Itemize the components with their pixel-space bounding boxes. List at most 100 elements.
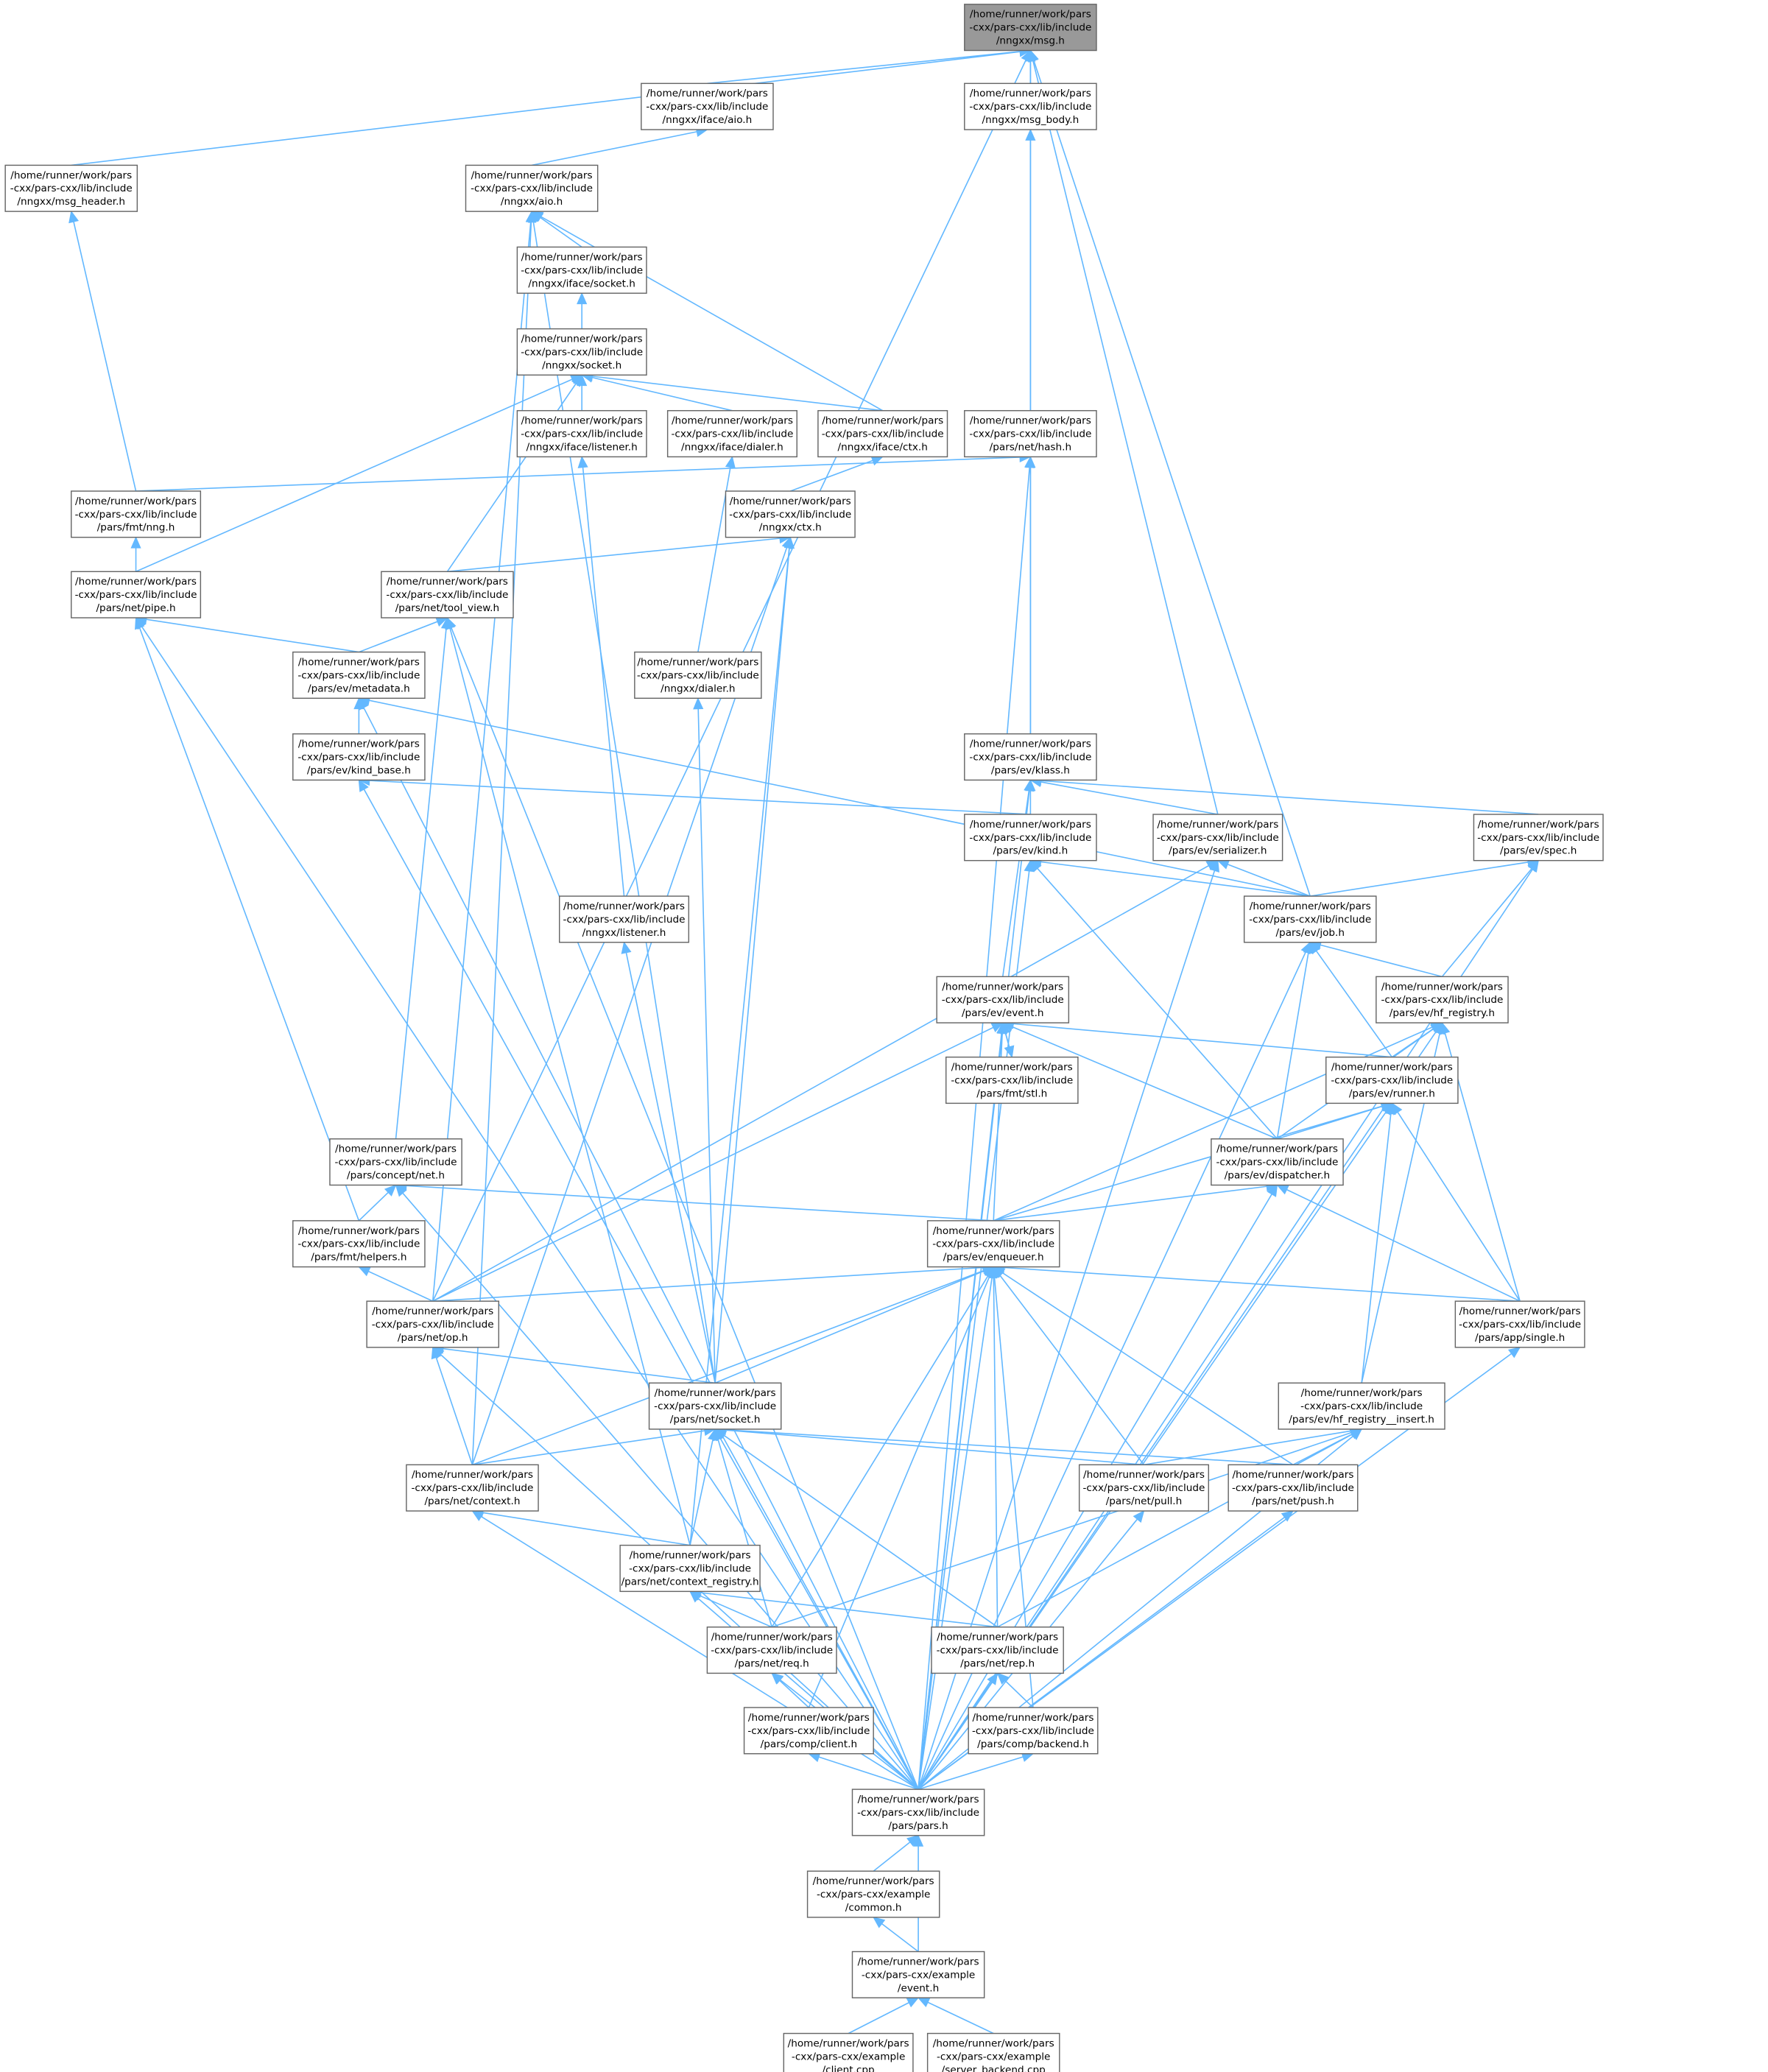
node-iface-ctx[interactable]: /home/runner/work/pars-cxx/pars-cxx/lib/… — [817, 409, 948, 458]
arrowhead-icon — [1133, 1510, 1145, 1523]
edge-pars-to-net_hash — [918, 467, 1030, 1790]
arrowhead-icon — [130, 536, 141, 549]
node-label-line: -cxx/pars-cxx/example — [817, 1889, 930, 1900]
edge-enqueuer-to-runner — [993, 1105, 1382, 1222]
node-event[interactable]: /home/runner/work/pars-cxx/pars-cxx/lib/… — [936, 976, 1070, 1023]
edge-net_req-to-net_socket — [717, 1439, 772, 1627]
node-msg[interactable]: /home/runner/work/pars-cxx/pars-cxx/lib/… — [964, 4, 1097, 52]
node-server-backend-cpp[interactable]: /home/runner/work/pars-cxx/pars-cxx/exam… — [926, 2032, 1060, 2072]
node-comp-backend[interactable]: /home/runner/work/pars-cxx/pars-cxx/lib/… — [968, 1707, 1099, 1755]
node-iface-dialer[interactable]: /home/runner/work/pars-cxx/pars-cxx/lib/… — [666, 409, 797, 458]
node-label-line: -cxx/pars-cxx/lib/include — [521, 346, 643, 358]
node-net-hash[interactable]: /home/runner/work/pars-cxx/pars-cxx/lib/… — [964, 409, 1097, 458]
arrowhead-icon — [446, 616, 457, 630]
edge-comp_backend-to-net_rep — [1004, 1680, 1034, 1708]
node-pars[interactable]: /home/runner/work/pars-cxx/pars-cxx/lib/… — [851, 1789, 985, 1836]
node-net-context[interactable]: /home/runner/work/pars-cxx/pars-cxx/lib/… — [406, 1464, 539, 1512]
node-comp-client[interactable]: /home/runner/work/pars-cxx/pars-cxx/lib/… — [743, 1707, 874, 1755]
node-label-line: -cxx/pars-cxx/lib/include — [629, 1562, 751, 1574]
node-net-rep[interactable]: /home/runner/work/pars-cxx/pars-cxx/lib/… — [931, 1627, 1064, 1674]
node-net-op[interactable]: /home/runner/work/pars-cxx/pars-cxx/lib/… — [366, 1300, 500, 1348]
arrowhead-icon — [1024, 779, 1035, 792]
node-label-line: -cxx/pars-cxx/lib/include — [75, 589, 197, 601]
node-box — [292, 733, 426, 781]
node-dialer[interactable]: /home/runner/work/pars-cxx/pars-cxx/lib/… — [634, 651, 762, 700]
node-iface-socket[interactable]: /home/runner/work/pars-cxx/pars-cxx/lib/… — [516, 246, 647, 294]
node-fmt-nng[interactable]: /home/runner/work/pars-cxx/pars-cxx/lib/… — [71, 490, 202, 538]
edge-iface_socket-to-aio — [540, 216, 582, 248]
arrowhead-icon — [689, 1590, 702, 1603]
node-dispatcher[interactable]: /home/runner/work/pars-cxx/pars-cxx/lib/… — [1211, 1138, 1344, 1186]
edge-net_pull-to-enqueuer — [999, 1275, 1145, 1465]
node-net-req[interactable]: /home/runner/work/pars-cxx/pars-cxx/lib/… — [706, 1627, 837, 1674]
arrowhead-icon — [68, 210, 80, 224]
node-label-line: /pars/ev/enqueuer.h — [943, 1252, 1044, 1264]
node-box — [1243, 895, 1377, 943]
node-msg-body[interactable]: /home/runner/work/pars-cxx/pars-cxx/lib/… — [964, 82, 1097, 130]
node-fmt-helpers[interactable]: /home/runner/work/pars-cxx/pars-cxx/lib/… — [292, 1220, 426, 1268]
node-label-line: /nngxx/socket.h — [542, 359, 621, 371]
arrowhead-icon — [1004, 1045, 1015, 1058]
arrowhead-icon — [1025, 128, 1036, 141]
edge-context_registry-to-net_socket — [689, 1439, 714, 1546]
node-socket[interactable]: /home/runner/work/pars-cxx/pars-cxx/lib/… — [516, 328, 647, 376]
node-klass[interactable]: /home/runner/work/pars-cxx/pars-cxx/lib/… — [964, 733, 1097, 781]
node-label-line: /pars/net/socket.h — [670, 1414, 761, 1426]
node-label-line: /home/runner/work/pars — [1459, 1305, 1581, 1317]
edge-serializer-to-msg — [1032, 60, 1219, 815]
node-hf-insert[interactable]: /home/runner/work/pars-cxx/pars-cxx/lib/… — [1278, 1382, 1445, 1430]
node-net-pull[interactable]: /home/runner/work/pars-cxx/pars-cxx/lib/… — [1078, 1464, 1209, 1512]
node-label-line: -cxx/pars-cxx/lib/include — [1477, 832, 1599, 844]
node-net-socket[interactable]: /home/runner/work/pars-cxx/pars-cxx/lib/… — [648, 1382, 782, 1430]
node-label-line: /common.h — [845, 1902, 902, 1914]
node-label-line: /nngxx/iface/listener.h — [526, 441, 638, 453]
node-net-push[interactable]: /home/runner/work/pars-cxx/pars-cxx/lib/… — [1228, 1464, 1359, 1512]
node-aio[interactable]: /home/runner/work/pars-cxx/pars-cxx/lib/… — [465, 164, 599, 212]
edge-job-to-serializer — [1227, 864, 1311, 897]
arrowhead-icon — [432, 1346, 445, 1359]
node-label-line: -cxx/pars-cxx/lib/include — [969, 832, 1091, 844]
node-runner[interactable]: /home/runner/work/pars-cxx/pars-cxx/lib/… — [1325, 1056, 1459, 1104]
node-label-line: /pars/comp/client.h — [761, 1738, 857, 1750]
node-msg-header[interactable]: /home/runner/work/pars-cxx/pars-cxx/lib/… — [4, 164, 138, 212]
node-box — [706, 1627, 837, 1674]
node-label-line: /pars/pars.h — [888, 1820, 948, 1832]
node-label-line: /pars/ev/klass.h — [991, 764, 1070, 776]
node-kind[interactable]: /home/runner/work/pars-cxx/pars-cxx/lib/… — [964, 814, 1097, 861]
edge-pars-to-comp_backend — [918, 1756, 1024, 1790]
edge-net_socket-to-enqueuer — [714, 1270, 985, 1384]
nodes: /home/runner/work/pars -cxx/pars-cxx/lib/… — [4, 4, 1604, 2072]
node-iface-listener[interactable]: /home/runner/work/pars-cxx/pars-cxx/lib/… — [516, 409, 647, 458]
node-ctx[interactable]: /home/runner/work/pars-cxx/pars-cxx/lib/… — [725, 490, 856, 538]
node-spec[interactable]: /home/runner/work/pars-cxx/pars-cxx/lib/… — [1473, 814, 1604, 861]
arrowhead-icon — [1216, 859, 1230, 870]
node-label-line: /home/runner/work/pars — [1381, 981, 1503, 993]
node-client-cpp[interactable]: /home/runner/work/pars-cxx/pars-cxx/exam… — [783, 2032, 914, 2072]
edge-fmt_nng-to-net_hash — [135, 457, 1021, 492]
node-enqueuer[interactable]: /home/runner/work/pars-cxx/pars-cxx/lib/… — [926, 1220, 1060, 1268]
node-fmt-stl[interactable]: /home/runner/work/pars-cxx/pars-cxx/lib/… — [945, 1056, 1079, 1104]
node-ex-event[interactable]: /home/runner/work/pars-cxx/pars-cxx/exam… — [851, 1951, 985, 1998]
node-metadata[interactable]: /home/runner/work/pars-cxx/pars-cxx/lib/… — [292, 651, 426, 700]
node-label-line: -cxx/pars-cxx/lib/include — [654, 1400, 776, 1412]
node-label-line: /pars/fmt/stl.h — [976, 1088, 1047, 1099]
node-net-pipe[interactable]: /home/runner/work/pars-cxx/pars-cxx/lib/… — [71, 571, 202, 619]
node-tool-view[interactable]: /home/runner/work/pars-cxx/pars-cxx/lib/… — [381, 571, 514, 619]
node-label-line: /home/runner/work/pars — [970, 415, 1091, 427]
node-hf-registry[interactable]: /home/runner/work/pars-cxx/pars-cxx/lib/… — [1376, 976, 1509, 1023]
node-serializer[interactable]: /home/runner/work/pars-cxx/pars-cxx/lib/… — [1152, 814, 1283, 861]
node-label-line: -cxx/pars-cxx/lib/include — [711, 1645, 833, 1657]
node-common[interactable]: /home/runner/work/pars-cxx/pars-cxx/exam… — [806, 1870, 940, 1918]
edge-fmt_nng-to-msg_header — [73, 221, 137, 492]
node-concept-net[interactable]: /home/runner/work/pars-cxx/pars-cxx/lib/… — [329, 1138, 462, 1186]
arrowhead-icon — [1267, 1184, 1278, 1197]
node-job[interactable]: /home/runner/work/pars-cxx/pars-cxx/lib/… — [1243, 895, 1377, 943]
node-context-registry[interactable]: /home/runner/work/pars-cxx/pars-cxx/lib/… — [619, 1544, 761, 1593]
node-label-line: -cxx/pars-cxx/lib/include — [471, 183, 593, 194]
edge-net_socket-to-dialer — [697, 708, 716, 1384]
node-listener[interactable]: /home/runner/work/pars-cxx/pars-cxx/lib/… — [559, 895, 690, 943]
node-box — [71, 571, 202, 619]
node-iface-aio[interactable]: /home/runner/work/pars-cxx/pars-cxx/lib/… — [641, 82, 774, 130]
node-kind-base[interactable]: /home/runner/work/pars-cxx/pars-cxx/lib/… — [292, 733, 426, 781]
node-app-single[interactable]: /home/runner/work/pars-cxx/pars-cxx/lib/… — [1454, 1300, 1585, 1348]
